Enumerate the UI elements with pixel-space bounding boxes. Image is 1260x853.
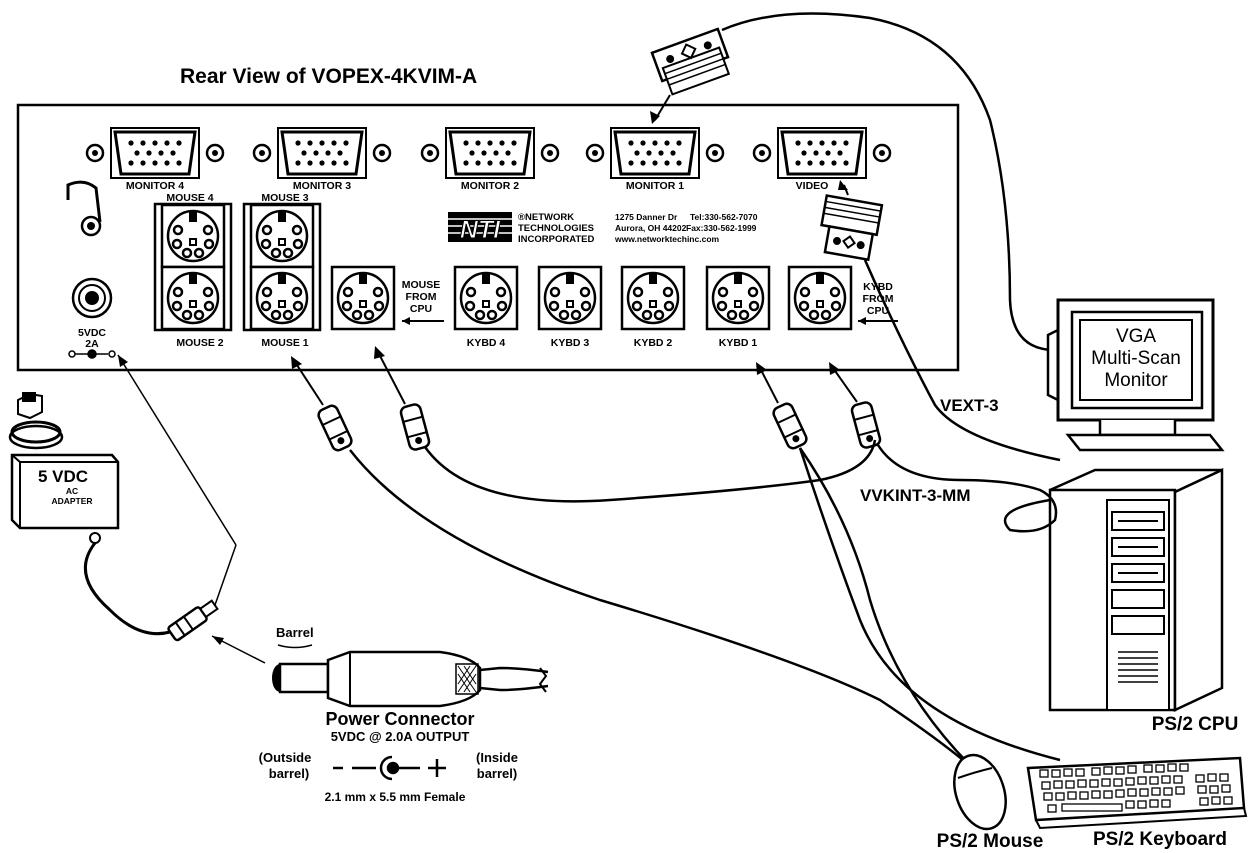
cpu-tower bbox=[1048, 460, 1224, 712]
kybd4-label: KYBD 4 bbox=[467, 337, 506, 349]
kybd2-port bbox=[620, 265, 686, 331]
company-line-2: TECHNOLOGIES bbox=[518, 223, 594, 234]
company-tel: Tel:330-562-7070 bbox=[690, 212, 758, 222]
ps2-mouse-label: PS/2 Mouse bbox=[937, 831, 1044, 852]
video-label: VIDEO bbox=[796, 180, 829, 192]
inside-barrel-1: (Inside bbox=[476, 750, 518, 765]
power-jack bbox=[71, 277, 113, 319]
kybd-cpu-cable-plug bbox=[849, 399, 883, 451]
vvkint-label: VVKINT-3-MM bbox=[860, 486, 971, 505]
mouse1-port bbox=[249, 265, 315, 331]
nti-logo: NTI bbox=[448, 212, 512, 245]
polarity-icon-small bbox=[68, 349, 116, 359]
adapter-plug bbox=[167, 599, 219, 642]
monitor3-label: MONITOR 3 bbox=[293, 180, 351, 192]
company-line-3: INCORPORATED bbox=[518, 234, 594, 245]
power-jack-label-2: 2A bbox=[85, 338, 99, 350]
monitor4-label: MONITOR 4 bbox=[126, 180, 184, 192]
company-web: www.networktechinc.com bbox=[614, 234, 720, 244]
company-line-1: ®NETWORK bbox=[518, 212, 574, 223]
mouse-from-cpu-label-3: CPU bbox=[410, 303, 432, 315]
vext-video-plug bbox=[820, 194, 884, 262]
outside-barrel-2: barrel) bbox=[269, 766, 309, 781]
kybd2-label: KYBD 2 bbox=[634, 337, 673, 349]
mouse3-label: MOUSE 3 bbox=[261, 192, 308, 204]
kybd-from-cpu-label-3: CPU bbox=[867, 305, 889, 317]
video-to-cpu-cable bbox=[863, 259, 1061, 462]
polarity-icon bbox=[333, 755, 446, 781]
kybd1-cable-plug bbox=[770, 400, 810, 452]
adapter-cord bbox=[83, 542, 171, 636]
monitor1-label: MONITOR 1 bbox=[626, 180, 684, 192]
monitor-screen-2: Multi-Scan bbox=[1091, 348, 1181, 369]
ps2-mouse bbox=[953, 753, 1007, 831]
barrel-label: Barrel bbox=[276, 625, 314, 640]
mouse2-label: MOUSE 2 bbox=[176, 337, 223, 349]
vext-cable-plug bbox=[650, 27, 731, 96]
kybd-from-cpu-port bbox=[787, 265, 853, 331]
kybd4-port bbox=[453, 265, 519, 331]
vext-label: VEXT-3 bbox=[940, 396, 999, 415]
mouse2-port bbox=[160, 265, 226, 331]
kybd-from-cpu-arrow bbox=[858, 317, 898, 325]
monitor-screen-3: Monitor bbox=[1104, 370, 1168, 391]
mouse-from-cpu-label-2: FROM bbox=[406, 291, 437, 303]
connector-size: 2.1 mm x 5.5 mm Female bbox=[325, 790, 466, 804]
power-arrow bbox=[117, 354, 237, 546]
inside-barrel-2: barrel) bbox=[477, 766, 517, 781]
kvm-cables bbox=[349, 439, 1061, 781]
vext-cable bbox=[721, 12, 1056, 352]
kybd-from-cpu-label-2: FROM bbox=[863, 293, 894, 305]
kybd3-label: KYBD 3 bbox=[551, 337, 590, 349]
cable-clamp bbox=[66, 180, 102, 237]
mouse-from-cpu-port bbox=[330, 265, 396, 331]
adapter-label-1: 5 VDC bbox=[38, 467, 88, 486]
mouse-from-cpu-arrow bbox=[402, 317, 444, 325]
ps2-keyboard-label: PS/2 Keyboard bbox=[1093, 829, 1227, 850]
mouse-from-cpu-label-1: MOUSE bbox=[402, 279, 441, 291]
mouse4-label: MOUSE 4 bbox=[166, 192, 213, 204]
power-connector-output: 5VDC @ 2.0A OUTPUT bbox=[331, 729, 470, 744]
ac-adapter bbox=[8, 392, 120, 544]
monitor-screen-1: VGA bbox=[1116, 326, 1156, 347]
ps2-keyboard bbox=[1026, 756, 1248, 830]
company-address-1: 1275 Danner Dr bbox=[615, 212, 678, 222]
adapter-label-3: ADAPTER bbox=[51, 496, 92, 506]
monitor2-label: MONITOR 2 bbox=[461, 180, 519, 192]
mouse-cpu-cable-plug bbox=[398, 401, 432, 453]
adapter-label-2: AC bbox=[66, 486, 78, 496]
mouse3-port bbox=[249, 203, 315, 269]
barrel-connector bbox=[272, 650, 549, 708]
kybd1-label: KYBD 1 bbox=[719, 337, 758, 349]
outside-barrel-1: (Outside bbox=[259, 750, 312, 765]
vga-monitor bbox=[1046, 298, 1225, 452]
diagram-title: Rear View of VOPEX-4KVIM-A bbox=[180, 65, 477, 88]
mouse1-label: MOUSE 1 bbox=[261, 337, 308, 349]
mouse4-port bbox=[160, 203, 226, 269]
svg-text:NTI: NTI bbox=[460, 216, 501, 244]
kybd3-port bbox=[537, 265, 603, 331]
connection-arrows bbox=[294, 351, 858, 406]
power-jack-label-1: 5VDC bbox=[78, 327, 106, 339]
ps2-cpu-label: PS/2 CPU bbox=[1152, 714, 1239, 735]
kybd1-port bbox=[705, 265, 771, 331]
mouse1-cable-plug bbox=[315, 402, 355, 454]
company-address-2: Aurora, OH 44202 bbox=[615, 223, 687, 233]
company-fax: Fax:330-562-1999 bbox=[686, 223, 757, 233]
power-connector-title: Power Connector bbox=[325, 709, 474, 729]
